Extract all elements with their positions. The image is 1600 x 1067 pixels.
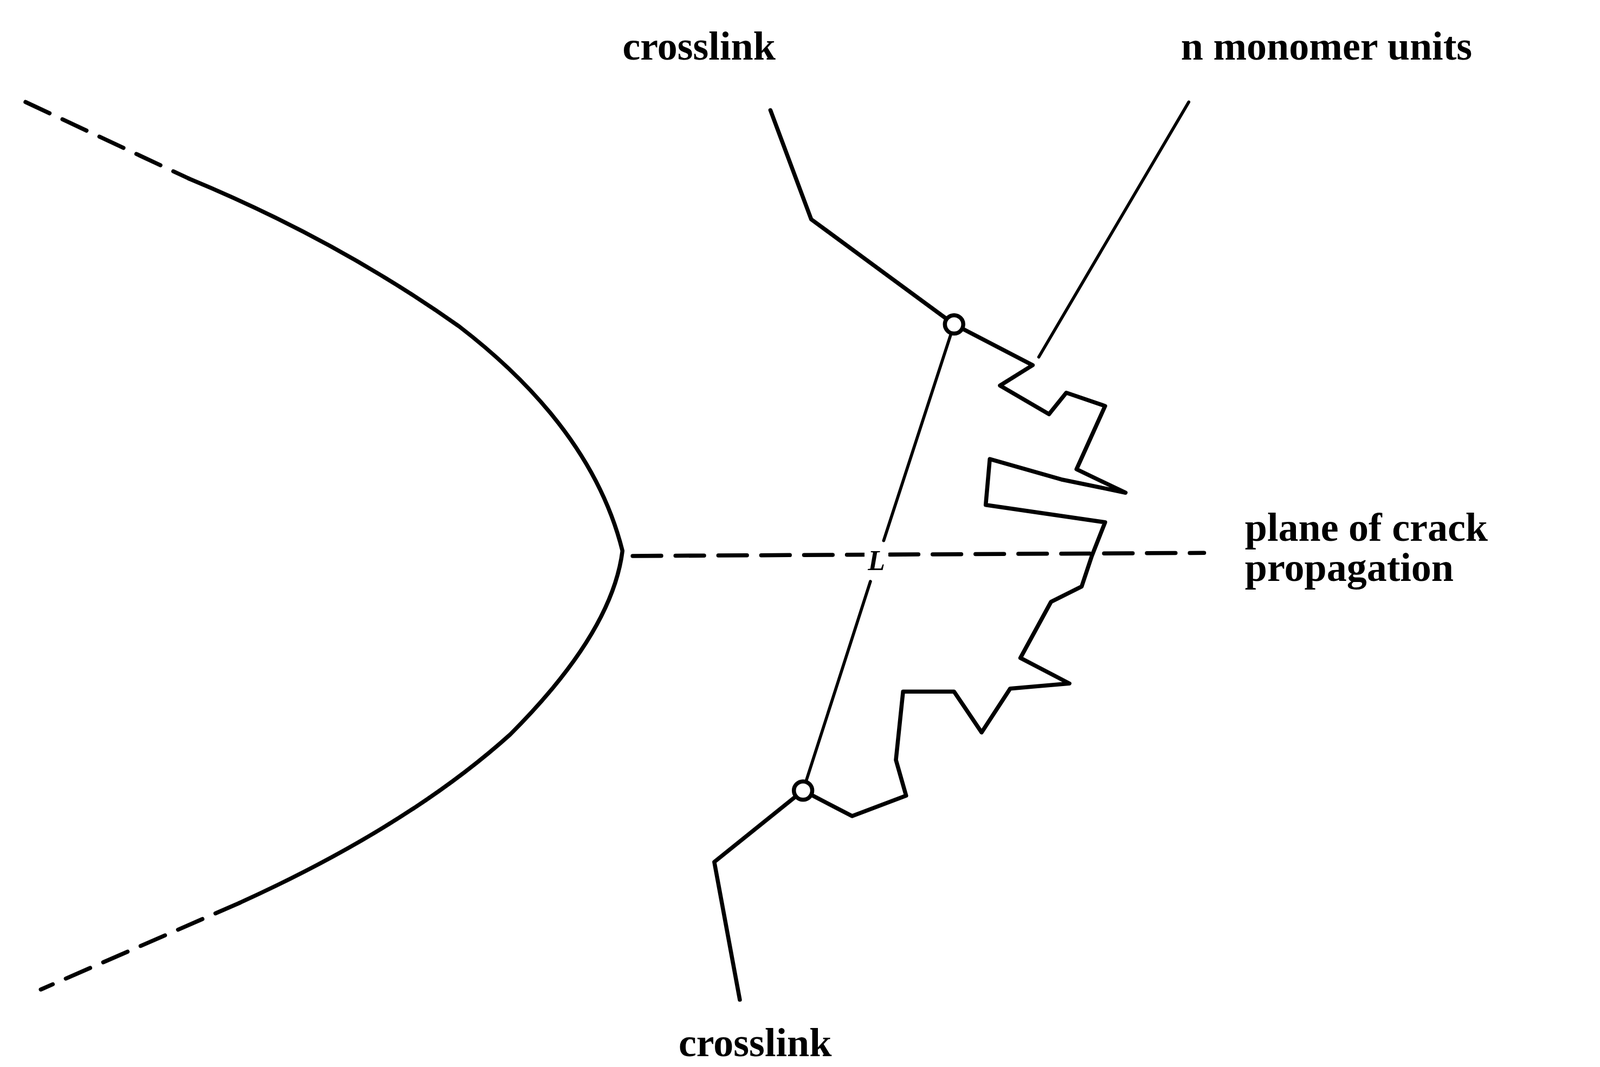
crack-outline bbox=[188, 178, 623, 903]
chain-label: n monomer units bbox=[1181, 26, 1473, 67]
crack-outline-dashed bbox=[40, 902, 240, 990]
crosslink-point bbox=[794, 781, 813, 800]
end-to-end-line bbox=[803, 581, 871, 791]
crack-plane-line bbox=[632, 552, 1204, 557]
crosslink-point bbox=[944, 315, 964, 334]
end-to-end-line bbox=[883, 324, 954, 541]
crack-outline-dashed bbox=[25, 101, 189, 179]
plane-label: plane of crack propagation bbox=[1244, 507, 1582, 588]
crosslink-label: crosslink bbox=[678, 1022, 832, 1063]
crosslink-label: crosslink bbox=[622, 26, 776, 67]
length-symbol: L bbox=[864, 545, 889, 577]
leader-line bbox=[1039, 101, 1190, 358]
polymer-chain bbox=[714, 110, 1126, 1000]
